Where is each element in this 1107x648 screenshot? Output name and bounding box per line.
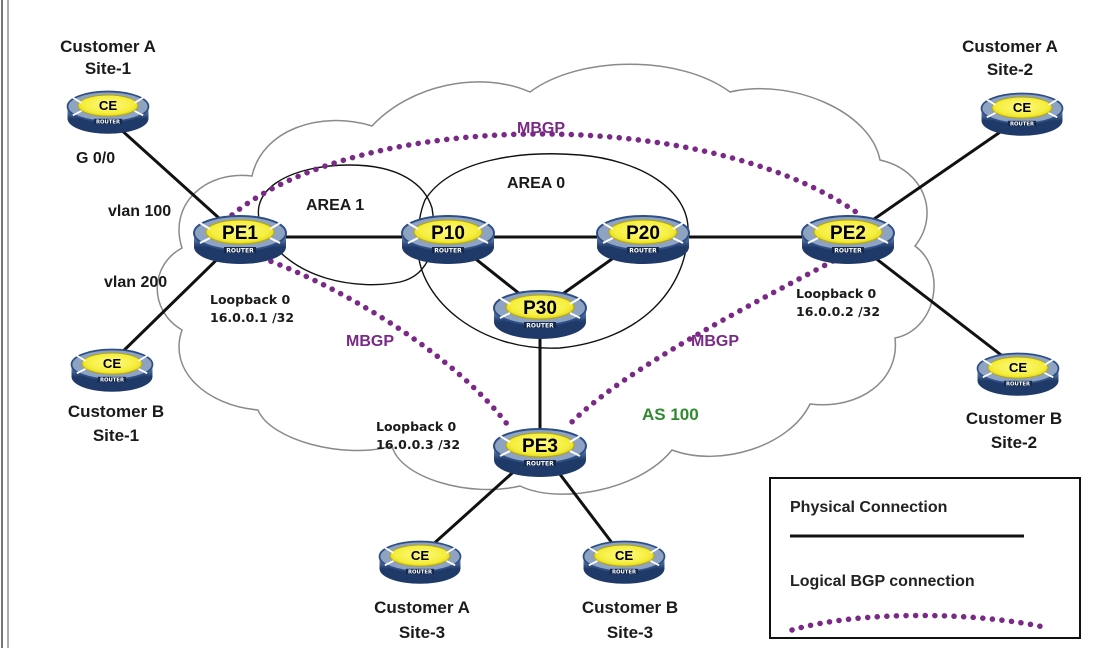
- loopback-pe3-label: Loopback 0: [376, 419, 457, 434]
- loopback-pe1-label: Loopback 0: [210, 292, 291, 307]
- ce-label: CE: [615, 548, 634, 563]
- router-badge: ROUTER: [526, 323, 554, 330]
- router-p20-label: P20: [626, 223, 660, 244]
- customer-b-site2-site: Site-2: [991, 433, 1037, 452]
- loopback-pe2-label: Loopback 0: [796, 286, 877, 301]
- ce-label: CE: [1013, 100, 1032, 115]
- area-1-label: AREA 1: [306, 197, 364, 214]
- area-0-label: AREA 0: [507, 175, 565, 192]
- loopback-pe2-ip: 16.0.0.2 /32: [796, 304, 880, 319]
- link-pe2-ce-a2: [847, 115, 1023, 239]
- mbgp-left-label: MBGP: [346, 333, 394, 350]
- customer-a-site3-site: Site-3: [399, 623, 445, 642]
- router-p20[interactable]: P20 ROUTER: [596, 215, 690, 265]
- bgp-pe2-pe3: [563, 249, 853, 431]
- ce-label: CE: [1009, 360, 1028, 375]
- customer-a-site3-name: Customer A: [374, 598, 470, 617]
- ce-router-a-site2[interactable]: CE ROUTER: [980, 92, 1064, 137]
- customer-b-site1-site: Site-1: [93, 426, 139, 445]
- legend-box: [769, 477, 1081, 639]
- interface-vlan100-label: vlan 100: [108, 203, 171, 220]
- router-p10[interactable]: P10 ROUTER: [401, 215, 495, 265]
- customer-b-site3-name: Customer B: [582, 598, 678, 617]
- area-0-outline: [417, 153, 689, 349]
- customer-b-site1-name: Customer B: [68, 402, 164, 421]
- ce-label: CE: [411, 548, 430, 563]
- bgp-pe1-pe2: [229, 131, 859, 218]
- router-badge: ROUTER: [408, 570, 432, 576]
- mbgp-right-label: MBGP: [691, 333, 739, 350]
- bgp-sessions: [229, 131, 859, 431]
- router-pe1-label: PE1: [222, 223, 258, 244]
- as-label: AS 100: [642, 405, 699, 424]
- ce-label: CE: [103, 356, 122, 371]
- ce-router-a-site1[interactable]: CE ROUTER: [66, 90, 150, 135]
- router-badge: ROUTER: [612, 570, 636, 576]
- router-p30-label: P30: [523, 298, 557, 319]
- router-p30[interactable]: P30 ROUTER: [493, 290, 587, 340]
- as-cloud: [156, 63, 935, 495]
- ce-router-b-site2[interactable]: CE ROUTER: [976, 352, 1060, 397]
- loopback-pe1-ip: 16.0.0.1 /32: [210, 310, 294, 325]
- legend-logical-label: Logical BGP connection: [790, 573, 975, 590]
- ce-router-a-site3[interactable]: CE ROUTER: [378, 540, 462, 585]
- router-badge: ROUTER: [100, 378, 124, 384]
- router-pe2-label: PE2: [830, 223, 866, 244]
- router-pe3-label: PE3: [522, 436, 558, 457]
- customer-a-site1-site: Site-1: [85, 59, 131, 78]
- router-pe2[interactable]: PE2 ROUTER: [801, 215, 895, 265]
- router-badge: ROUTER: [629, 248, 657, 255]
- router-badge: ROUTER: [526, 461, 554, 468]
- ce-router-b-site1[interactable]: CE ROUTER: [70, 348, 154, 393]
- legend-logical-line: [789, 612, 1051, 633]
- loopback-pe3-ip: 16.0.0.3 /32: [376, 437, 460, 452]
- legend: Physical Connection Logical BGP connecti…: [769, 477, 1081, 639]
- customer-a-site2-site: Site-2: [987, 60, 1033, 79]
- interface-g00-label: G 0/0: [76, 150, 115, 167]
- area-1-outline: [257, 164, 435, 286]
- bgp-pe1-pe3: [259, 255, 513, 431]
- router-p10-label: P10: [431, 223, 465, 244]
- router-badge: ROUTER: [1010, 122, 1034, 128]
- router-pe1[interactable]: PE1 ROUTER: [193, 215, 287, 265]
- router-badge: ROUTER: [834, 248, 862, 255]
- router-pe3[interactable]: PE3 ROUTER: [493, 428, 587, 478]
- interface-vlan200-label: vlan 200: [104, 274, 167, 291]
- customer-a-site1-name: Customer A: [60, 37, 156, 56]
- router-badge: ROUTER: [434, 248, 462, 255]
- ce-router-b-site3[interactable]: CE ROUTER: [582, 540, 666, 585]
- mbgp-top-label: MBGP: [517, 120, 565, 137]
- customer-b-site2-name: Customer B: [966, 409, 1062, 428]
- router-badge: ROUTER: [1006, 382, 1030, 388]
- customer-b-site3-site: Site-3: [607, 623, 653, 642]
- router-badge: ROUTER: [96, 120, 120, 126]
- router-badge: ROUTER: [226, 248, 254, 255]
- ce-label: CE: [99, 98, 118, 113]
- legend-physical-label: Physical Connection: [790, 499, 947, 516]
- customer-a-site2-name: Customer A: [962, 37, 1058, 56]
